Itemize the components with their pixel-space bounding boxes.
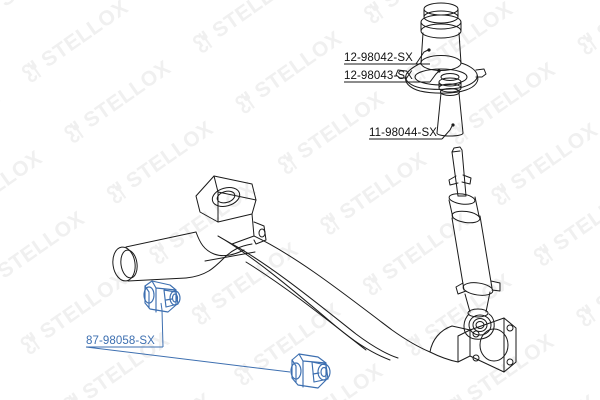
leader-lines-black xyxy=(344,48,455,140)
callout-12-98042-sx: 12-98042-SX xyxy=(344,52,413,64)
leader-11-98044 xyxy=(441,125,453,140)
shock-absorber-part xyxy=(448,146,501,340)
dust-boot-part xyxy=(436,73,464,137)
leader-12-98043 xyxy=(429,71,439,83)
callout-11-98044-sx: 11-98044-SX xyxy=(369,127,438,139)
leader-87-98058-to-left-bushing xyxy=(160,302,164,348)
leader-lines-blue xyxy=(85,302,291,373)
strut-mount-part xyxy=(395,2,487,94)
callout-87-98058-sx: 87-98058-SX xyxy=(86,335,155,347)
trailing-arm-bushing-left xyxy=(143,280,181,313)
leader-12-98042 xyxy=(415,49,429,65)
callout-12-98043-sx: 12-98043-SX xyxy=(344,70,413,82)
leader-87-98058-to-right-bushing xyxy=(85,346,291,373)
torsion-beam-axle-part xyxy=(112,175,517,373)
trailing-arm-bushing-right xyxy=(290,353,331,389)
